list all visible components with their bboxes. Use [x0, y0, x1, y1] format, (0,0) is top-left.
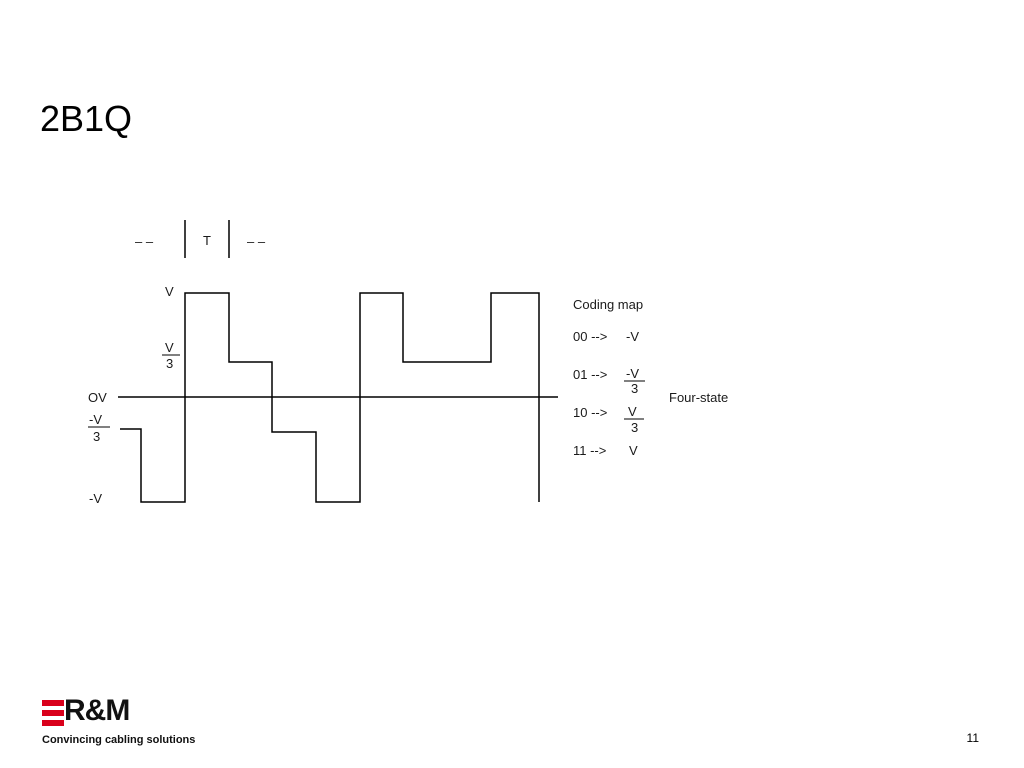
coding-row-01-den: 3: [631, 381, 638, 396]
logo-bars-icon: [42, 700, 64, 726]
period-right-dash: – –: [247, 234, 266, 249]
label-mv3-num: -V: [89, 412, 102, 427]
period-left-dash: – –: [135, 234, 154, 249]
label-v3-num: V: [165, 340, 174, 355]
page-number: 11: [966, 731, 979, 745]
logo-wordmark: R&M: [64, 694, 130, 727]
coding-map-title: Coding map: [573, 297, 643, 312]
coding-row-10-code: 10 -->: [573, 405, 607, 420]
four-state-label: Four-state: [669, 390, 728, 405]
label-v: V: [165, 284, 174, 299]
coding-row-00-code: 00 -->: [573, 329, 607, 344]
coding-row-10-den: 3: [631, 420, 638, 435]
coding-row-01-num: -V: [626, 366, 639, 381]
rm-logo: R&M Convincing cabling solutions: [42, 694, 202, 750]
coding-row-10-num: V: [628, 404, 637, 419]
logo-tagline: Convincing cabling solutions: [42, 734, 196, 746]
period-label: T: [203, 233, 211, 248]
label-ov: OV: [88, 390, 107, 405]
signal-waveform: [120, 292, 540, 503]
coding-row-00-value: -V: [626, 329, 639, 344]
slide-title: 2B1Q: [40, 98, 133, 139]
label-mv3-den: 3: [93, 429, 100, 444]
coding-row-11-value: V: [629, 443, 638, 458]
label-v3-den: 3: [166, 356, 173, 371]
label-mv: -V: [89, 491, 102, 506]
coding-row-01-code: 01 -->: [573, 367, 607, 382]
coding-row-11-code: 11 -->: [573, 443, 606, 458]
